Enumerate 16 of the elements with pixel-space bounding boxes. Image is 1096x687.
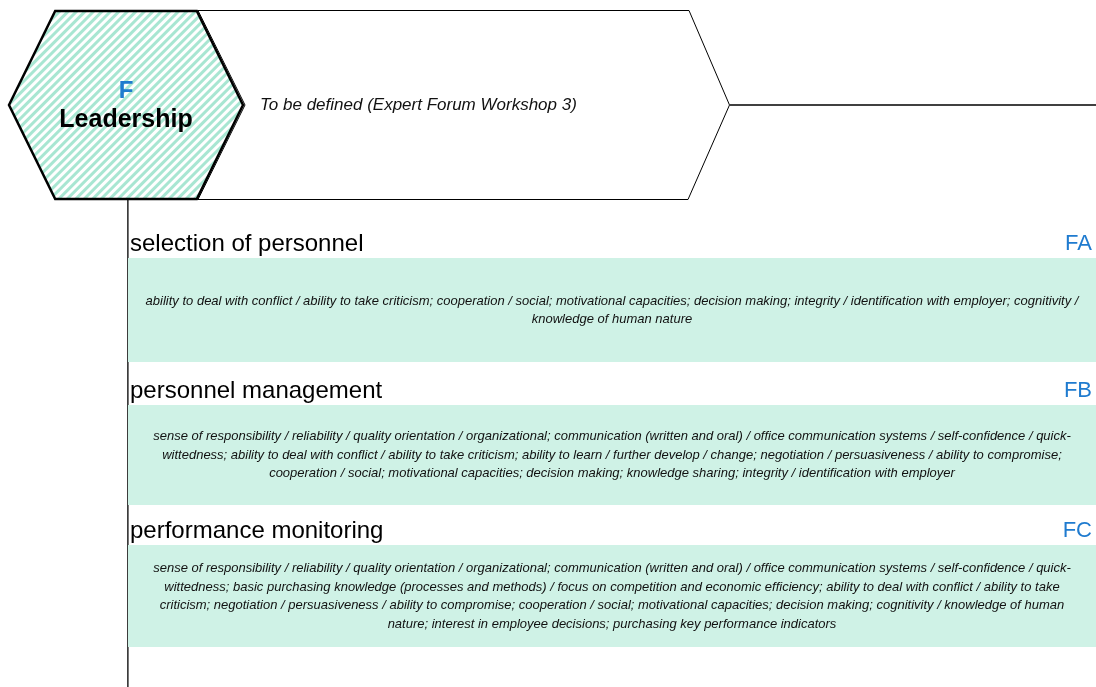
section-heading: performance monitoring (130, 515, 384, 545)
category-title: Leadership (59, 103, 193, 134)
section-heading: selection of personnel (130, 228, 364, 258)
section-heading: personnel management (130, 375, 383, 405)
competency-text: ability to deal with conflict / ability to take criticism; cooperation / social; motivational capacities; decision making; integrity / identification with employer; cognitivity / knowledge of human nature (144, 291, 1081, 328)
competency-text: sense of responsibility / reliability / quality orientation / organizational; communication (written and oral) / office communication systems / self-confidence / quick-wittedness; basic purchasing knowledge (processes and methods) / focus on competition and economic efficiency; ability to deal with conflict / ability to take criticism; negotiation / persuasiveness / ability to compromise; cooperation / social; motivational capacities; decision making; cognitivity / knowledge of human nature; interest in employee decisions; purchasing key performance indicators (152, 559, 1072, 633)
description-text: To be defined (Expert Forum Workshop 3) (259, 95, 578, 115)
section-code: FB (1063, 376, 1092, 404)
chevron-banner (198, 10, 730, 200)
category-code: F (118, 76, 134, 104)
hexagon-node (8, 10, 244, 200)
section-code: FA (1065, 229, 1092, 257)
connector-line (127, 199, 129, 687)
connector-line (729, 104, 1096, 106)
section-code: FC (1062, 516, 1092, 544)
competency-text: sense of responsibility / reliability / quality orientation / organizational; communication (written and oral) / office communication systems / self-confidence / quick-wittedness; ability to deal with conflict / ability to take criticism; ability to learn / further develop / change; negotiation / persuasiveness / ability to compromise; cooperation / social; motivational capacities; decision making; knowledge sharing; integrity / identification with employer (152, 427, 1072, 483)
